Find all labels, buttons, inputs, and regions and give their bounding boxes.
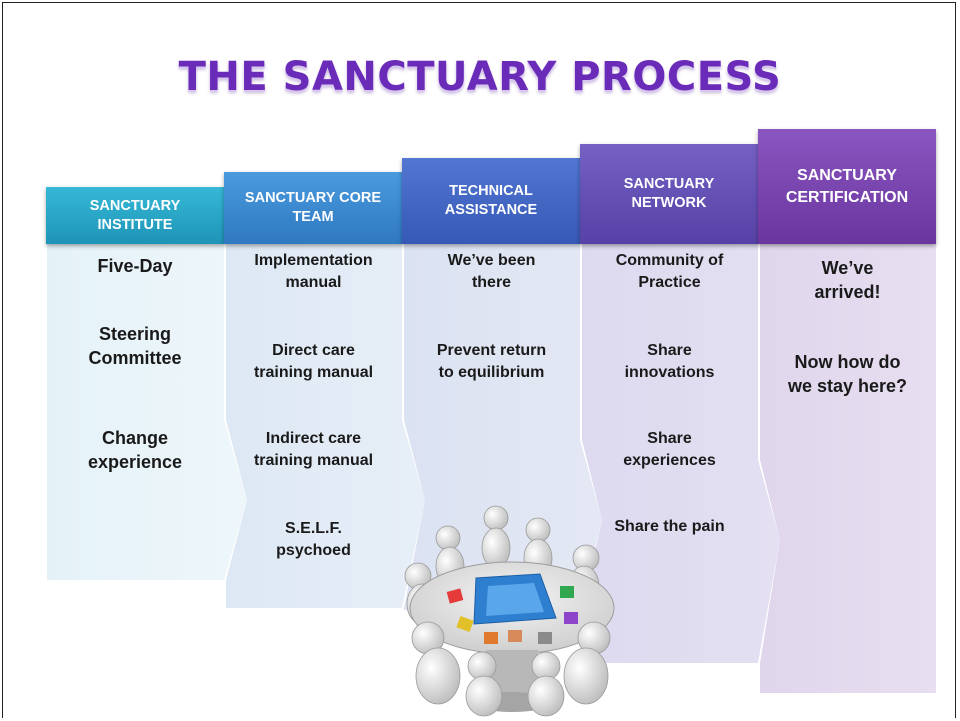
core-item-indirect-care-manual: Indirect care training manual xyxy=(253,430,374,469)
puzzle-team-table-icon xyxy=(404,505,615,717)
stage-header-network: SANCTUARY NETWORK xyxy=(580,144,758,244)
stage-body-3 xyxy=(404,244,602,610)
stage-body-1 xyxy=(47,244,247,580)
institute-item-steering-committee: Steering Committee xyxy=(88,324,182,368)
core-item-self-psychoed: S.E.L.F. psychoed xyxy=(276,520,351,559)
network-item-share-innovations: Share innovations xyxy=(624,342,715,381)
stage-body-4 xyxy=(582,244,780,663)
network-item-share-pain: Share the pain xyxy=(614,518,725,535)
core-item-direct-care-manual: Direct care training manual xyxy=(253,342,374,381)
cert-item-arrived: We’ve arrived! xyxy=(814,258,881,302)
stage-header-certification: SANCTUARY CERTIFICATION xyxy=(758,129,936,244)
ta-item-been-there: We’ve been there xyxy=(447,252,536,291)
institute-item-change-experience: Change experience xyxy=(87,428,183,472)
stage-header-technical-assistance: TECHNICAL ASSISTANCE xyxy=(402,158,580,244)
core-item-implementation-manual: Implementation manual xyxy=(254,252,373,291)
stage-header-core-team: SANCTUARY CORE TEAM xyxy=(224,172,402,244)
cert-item-stay-here: Now how do we stay here? xyxy=(787,352,908,396)
network-item-share-experiences: Share experiences xyxy=(623,430,716,469)
page-title: THE SANCTUARY PROCESS xyxy=(178,54,782,100)
stage-body-2 xyxy=(226,244,425,608)
stage-header-institute: SANCTUARY INSTITUTE xyxy=(46,187,224,244)
network-item-community-of-practice: Community of Practice xyxy=(615,252,724,291)
ta-item-prevent-return: Prevent return to equilibrium xyxy=(436,342,547,381)
institute-item-five-day: Five-Day xyxy=(97,256,173,276)
stage-body-5 xyxy=(760,244,936,693)
